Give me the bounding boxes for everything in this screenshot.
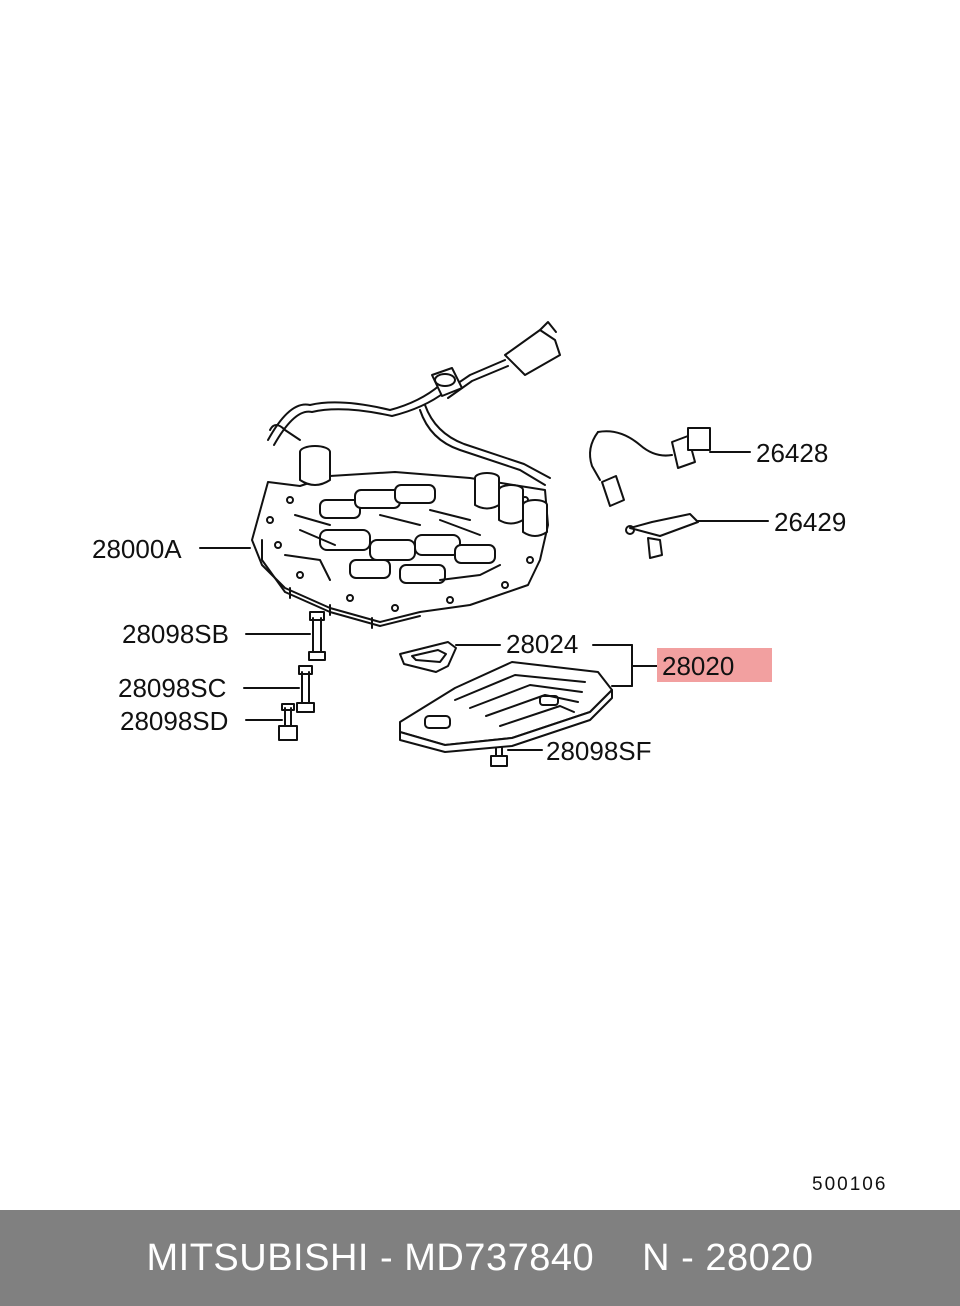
label-26429: 26429 <box>774 507 847 537</box>
label-28024: 28024 <box>506 629 579 659</box>
label-28098sb: 28098SB <box>122 619 229 649</box>
sensor-harness-illustration <box>589 427 751 507</box>
oil-filter-illustration <box>399 661 613 753</box>
leader-lines <box>199 547 658 687</box>
bolt-illustrations <box>243 611 543 767</box>
label-28098sc: 28098SC <box>118 673 227 703</box>
label-28098sd: 28098SD <box>120 706 229 736</box>
label-28000a: 28000A <box>92 534 182 564</box>
parts-diagram: 28000A 26428 26429 28098SB 28098SC 28098… <box>92 321 888 1195</box>
sensor-bracket-illustration <box>625 513 769 559</box>
label-26428: 26428 <box>756 438 829 468</box>
label-28020: 28020 <box>662 651 735 681</box>
wiring-harness-illustration <box>267 321 561 486</box>
gasket-illustration <box>399 641 501 673</box>
diagram-drawing <box>199 321 769 767</box>
footer-ref: N - 28020 <box>642 1236 814 1279</box>
footer-brand-part: MITSUBISHI - MD737840 <box>146 1236 595 1279</box>
label-28098sf: 28098SF <box>546 736 652 766</box>
highlight-box <box>657 648 772 682</box>
valve-body-illustration <box>251 445 549 629</box>
footer-bar: MITSUBISHI - MD737840 N - 28020 <box>0 1210 960 1306</box>
diagram-code: 500106 <box>812 1174 888 1195</box>
